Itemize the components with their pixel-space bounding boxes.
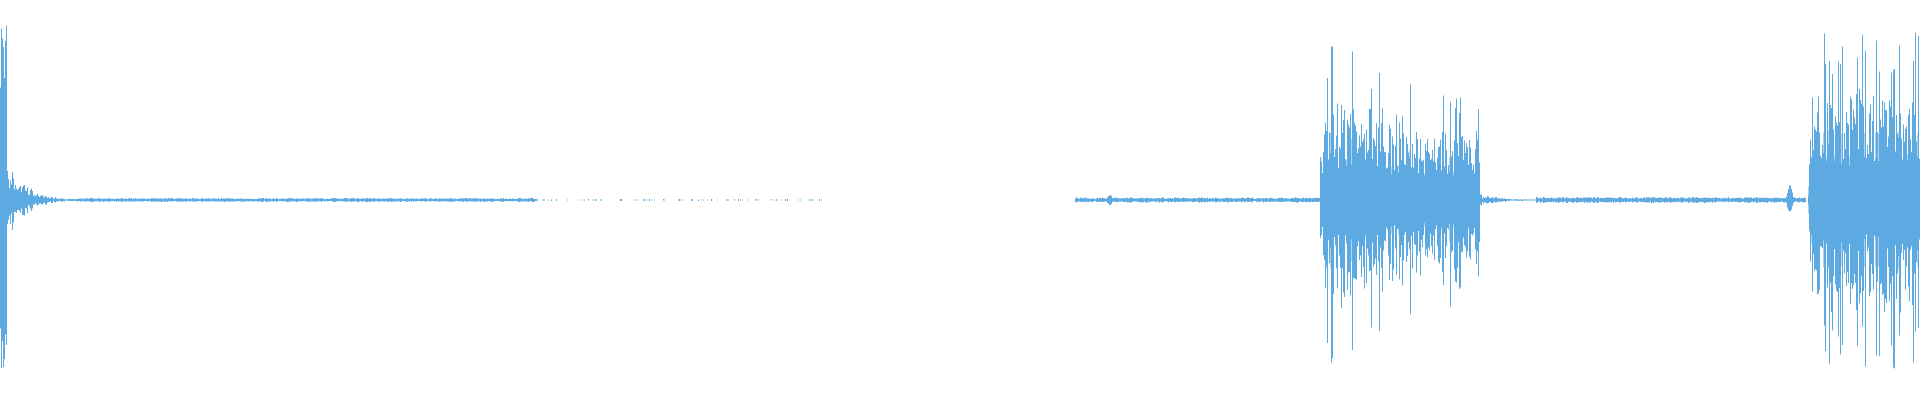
waveform-body-burst — [1320, 117, 1479, 283]
waveform-peaks — [0, 25, 1920, 369]
waveform-body-decay — [5, 114, 77, 286]
waveform-path — [0, 25, 1920, 369]
waveform-body-burst — [1808, 119, 1919, 281]
waveform-body-transient — [0, 112, 6, 288]
waveform-body-decay — [1440, 147, 1536, 253]
